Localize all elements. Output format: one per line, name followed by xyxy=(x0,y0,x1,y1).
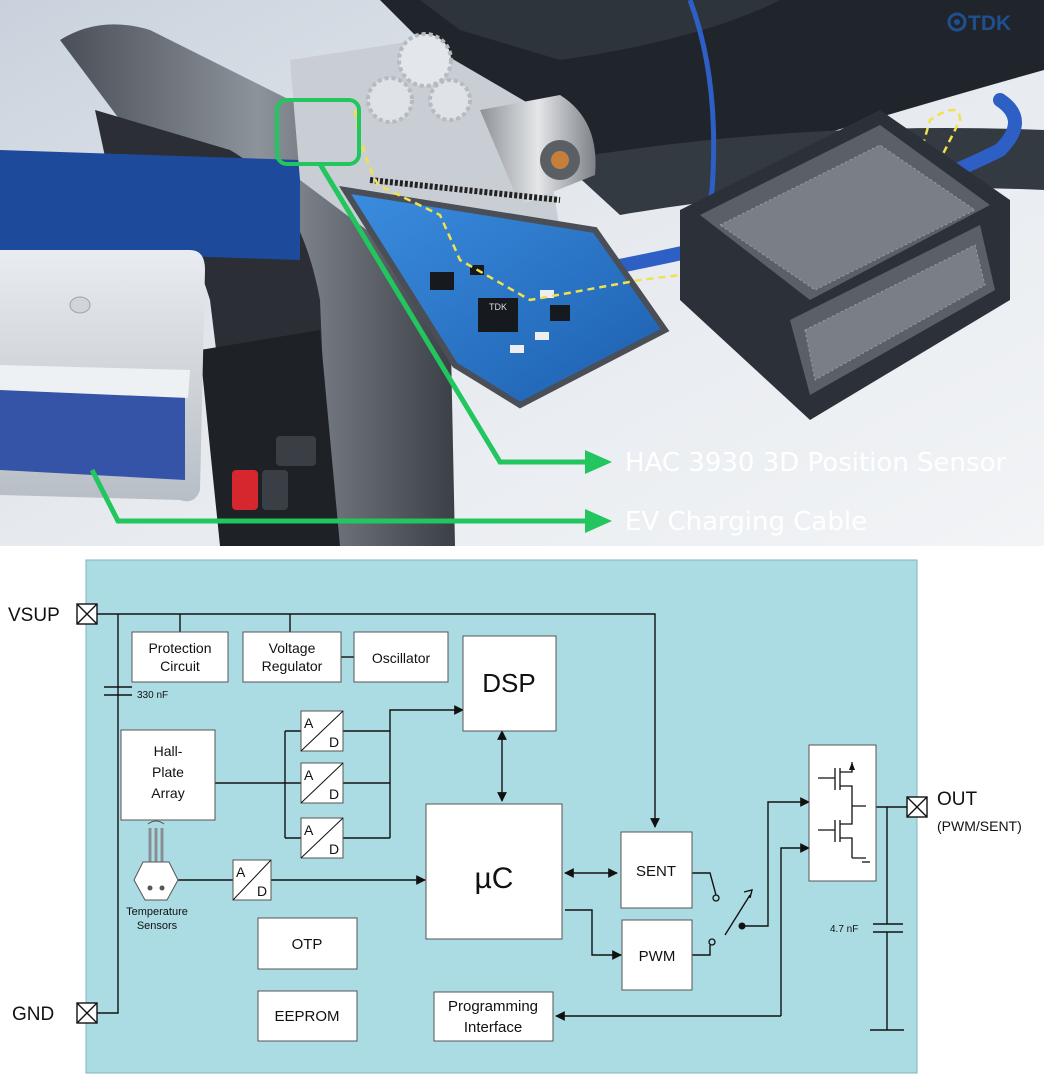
svg-text:Temperature: Temperature xyxy=(126,906,188,918)
svg-text:OTP: OTP xyxy=(292,936,323,953)
sensor-highlight-box xyxy=(275,98,361,166)
temperature-sensors: Temperature Sensors xyxy=(126,820,188,932)
svg-text:OUT: OUT xyxy=(937,789,978,810)
ev-charging-illustration: TDK TDK HAC 3930 3D Position Sensor EV C… xyxy=(0,0,1044,546)
callout-sensor: HAC 3930 3D Position Sensor xyxy=(625,448,1006,478)
cap-330nf-label: 330 nF xyxy=(137,690,168,701)
svg-text:Protection: Protection xyxy=(148,640,211,656)
pwm-block: PWM xyxy=(621,919,693,991)
svg-text:PWM: PWM xyxy=(639,948,676,965)
svg-text:Programming: Programming xyxy=(448,998,538,1015)
adc-3: A D xyxy=(300,817,344,859)
svg-text:A: A xyxy=(304,715,314,731)
svg-text:DSP: DSP xyxy=(482,668,535,698)
hall-plate-array-block: Hall- Plate Array xyxy=(120,729,216,821)
svg-text:EEPROM: EEPROM xyxy=(274,1008,339,1025)
svg-text:(PWM/SENT): (PWM/SENT) xyxy=(937,818,1022,834)
svg-text:VSUP: VSUP xyxy=(8,605,60,626)
cap-4-7nf-label: 4.7 nF xyxy=(830,924,858,935)
svg-text:Voltage: Voltage xyxy=(269,640,316,656)
svg-text:Regulator: Regulator xyxy=(262,658,323,674)
svg-text:Interface: Interface xyxy=(464,1019,522,1036)
adc-temperature: A D xyxy=(232,859,272,901)
dsp-block: DSP xyxy=(462,635,557,732)
adc-2: A D xyxy=(300,762,344,804)
adc-1: A D xyxy=(300,710,344,752)
protection-circuit-block: Protection Circuit xyxy=(131,631,229,683)
gnd-pin: GND xyxy=(12,1002,98,1025)
sent-block: SENT xyxy=(620,831,693,909)
programming-interface-block: Programming Interface xyxy=(433,991,554,1042)
svg-text:µC: µC xyxy=(475,862,514,895)
svg-text:A: A xyxy=(304,822,314,838)
svg-text:A: A xyxy=(236,864,246,880)
out-pin: OUT (PWM/SENT) xyxy=(906,789,1022,834)
voltage-regulator-block: Voltage Regulator xyxy=(242,631,342,683)
output-driver-block xyxy=(808,744,877,882)
svg-text:Plate: Plate xyxy=(152,764,184,780)
svg-text:GND: GND xyxy=(12,1004,54,1025)
tdk-logo: TDK xyxy=(947,12,1011,35)
svg-text:SENT: SENT xyxy=(636,863,676,880)
oscillator-block: Oscillator xyxy=(353,631,449,683)
svg-text:Oscillator: Oscillator xyxy=(372,650,431,666)
block-diagram: VSUP GND OUT (PWM/SENT) 330 nF 4.7 nF Pr… xyxy=(8,559,1022,1074)
svg-text:D: D xyxy=(329,734,339,750)
vsup-pin: VSUP xyxy=(8,603,98,626)
microcontroller-block: µC xyxy=(425,803,563,940)
callout-cable: EV Charging Cable xyxy=(625,507,867,537)
svg-text:D: D xyxy=(329,841,339,857)
svg-text:Circuit: Circuit xyxy=(160,658,200,674)
svg-text:TDK: TDK xyxy=(968,12,1011,35)
otp-block: OTP xyxy=(257,917,358,970)
svg-text:Hall-: Hall- xyxy=(154,743,183,759)
svg-text:D: D xyxy=(257,883,267,899)
svg-text:D: D xyxy=(329,786,339,802)
eeprom-block: EEPROM xyxy=(257,990,358,1042)
chip-marking: TDK xyxy=(489,302,507,312)
svg-text:Array: Array xyxy=(151,785,184,801)
svg-text:A: A xyxy=(304,767,314,783)
svg-text:Sensors: Sensors xyxy=(137,920,178,932)
